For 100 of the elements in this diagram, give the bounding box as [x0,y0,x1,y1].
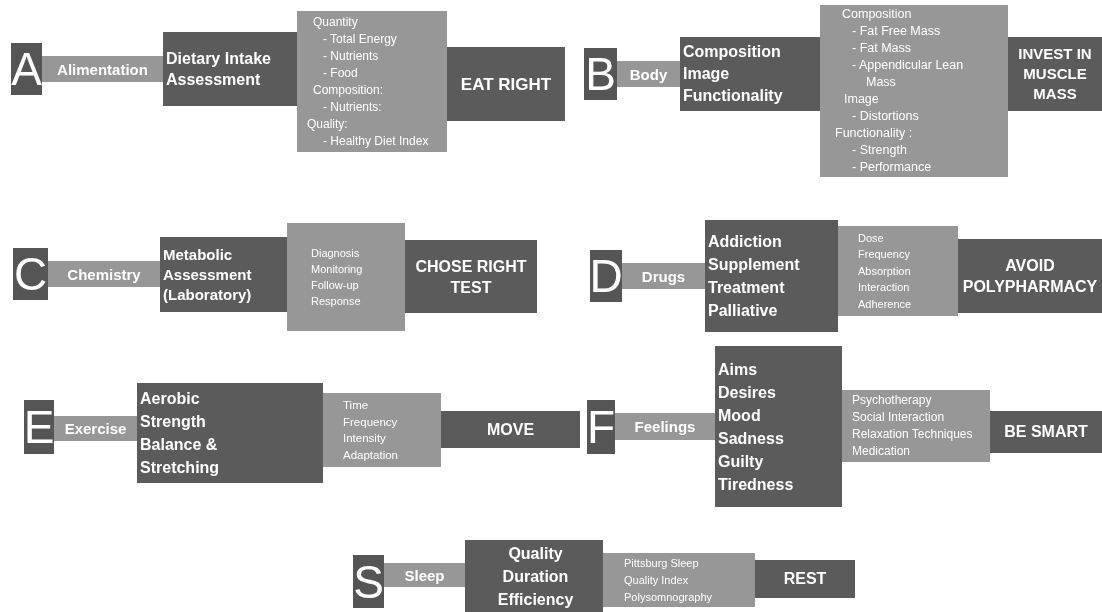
letter: E [23,404,55,450]
category-label: Feelings [634,418,696,435]
list-item: Polysomnography [624,589,714,605]
list-item: Social Interaction [852,409,946,426]
category-label: Sleep [404,566,445,584]
box-label: Supplement [708,255,801,275]
list-item: - Fat Mass [851,40,913,57]
box-label: CHOSE RIGHT TEST [414,256,528,298]
assessment-box [137,383,323,483]
letter: D [589,253,623,299]
details-box [287,223,405,331]
list-item: Interaction [858,280,911,296]
action-box [990,411,1102,453]
list-item: - Performance [851,159,933,176]
list-item: Frequency [343,414,399,430]
list-item: - Appendicular Lean Mass [851,57,965,91]
list-item: Diagnosis [311,246,361,261]
assessment-box [465,540,603,612]
box-label: AVOID POLYPHARMACY [962,256,1098,297]
category-bar [384,563,465,587]
assessment-box [160,237,287,312]
list-item: Dose [858,230,885,246]
list-item: Time [343,398,370,413]
category-label: Body [629,65,668,83]
details-box [820,5,1008,177]
letter: S [353,558,384,605]
list-item: Quality: [307,115,349,133]
box-label: Balance & Stretching [140,435,221,478]
box-label: Palliative [708,301,779,321]
letter: F [586,404,616,450]
box-label: Guilty [718,451,765,472]
box-label: Addiction [708,232,783,252]
action-box [755,560,855,598]
box-label: Efficiency [497,589,574,610]
list-item: Pittsburg Sleep Quality Index [624,555,700,588]
category-bar [54,416,137,441]
box-label: Quality [508,543,563,564]
letter: A [11,46,42,92]
assessment-box [680,37,820,111]
category-bar [615,413,715,440]
list-item: - Nutrients: [322,98,383,116]
box-label: EAT RIGHT [460,73,552,95]
list-item: - Fat Free Mass [851,23,942,40]
list-item: Adaptation [343,447,399,463]
letter: C [13,251,48,297]
box-label: Treatment [708,278,786,298]
list-item: Composition [842,6,913,23]
box-label: Functionality [683,86,784,106]
list-item: Follow-up [311,278,360,293]
list-item: - Healthy Diet Index [322,132,430,150]
list-item: Monitoring [311,262,364,277]
assessment-box [715,346,842,507]
details-box [603,553,755,607]
details-box [838,226,958,316]
list-item: Absorption [858,263,912,279]
list-item: Functionality : [835,125,914,142]
category-bar [622,263,705,289]
list-item: Medication [852,443,912,460]
letter: B [585,51,616,97]
action-box [958,239,1102,313]
box-label: Tiredness [718,474,795,495]
box-label: Duration [502,566,569,587]
category-bar [48,261,160,287]
category-label: Alimentation [57,60,148,78]
box-label: Mood [718,405,762,426]
list-item: Frequency [858,247,911,263]
list-item: Image [844,91,880,108]
box-label: Sadness [718,428,785,449]
action-box [441,411,580,448]
list-item: - Food [322,64,359,82]
box-label: Composition [683,42,782,62]
action-box [405,240,537,313]
details-box [842,390,990,462]
action-box [447,47,565,121]
box-label: REST [783,569,827,589]
box-label: Metabolic Assessment (Laboratory) [163,244,253,305]
category-bar [42,56,163,82]
assessment-box [163,32,297,106]
list-item: Quantity [313,13,359,31]
details-box [297,11,447,152]
assessment-box [705,220,838,332]
category-label: Chemistry [67,265,141,283]
category-bar [617,61,680,87]
details-box [323,393,441,467]
box-label: BE SMART [1004,422,1088,442]
list-item: Adherence [858,296,913,312]
box-label: Image [683,64,731,84]
box-label: Strength [140,412,207,432]
box-label: INVEST IN MUSCLE MASS [1017,44,1093,104]
box-label: Aims [718,359,759,380]
box-label: Dietary Intake Assessment [166,49,272,90]
list-item: - Total Energy [322,30,398,48]
list-item: Psychotherapy [852,392,933,409]
list-item: Intensity [343,431,387,446]
category-label: Exercise [64,420,127,437]
box-label: Aerobic [140,389,201,409]
box-label: MOVE [486,419,535,440]
category-label: Drugs [641,267,686,285]
list-item: Composition: [313,81,385,99]
action-box [1008,37,1102,111]
